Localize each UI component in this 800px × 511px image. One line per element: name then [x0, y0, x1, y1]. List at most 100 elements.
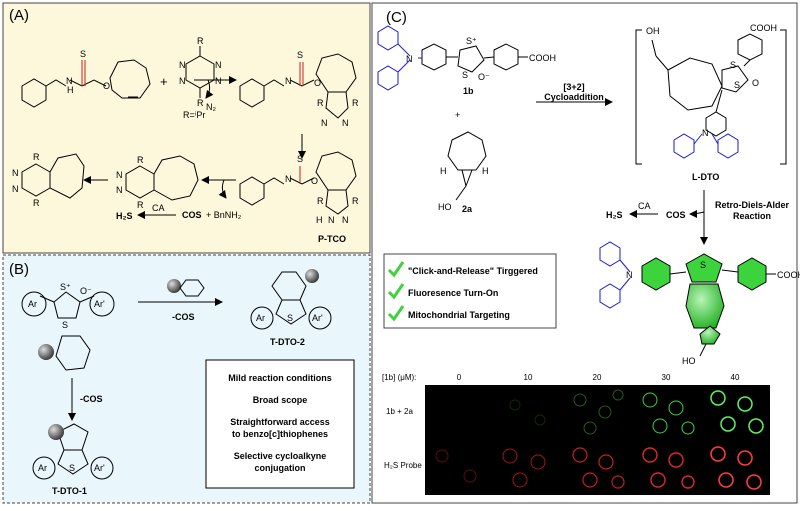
cos-release-arrow: [689, 209, 705, 218]
b-s: S: [62, 320, 68, 330]
ptco-o: O: [311, 176, 318, 186]
features-box: [205, 359, 355, 489]
alkyne-ball: [38, 344, 54, 360]
cycloalkyne-ring: [55, 335, 91, 371]
row-label-2: H₂S Probe: [384, 461, 422, 470]
panel-b-label: (B): [9, 261, 29, 278]
product-s: S: [700, 260, 706, 270]
ldto-s1: S: [730, 60, 736, 70]
2a-h2: H: [482, 166, 489, 176]
b-arp: Ar': [94, 299, 105, 309]
micro-header: [1b] (μM):: [382, 373, 416, 382]
panel-b: (B) S⁺ O⁻ S Ar Ar' -COS S Ar Ar' T-DTO-2: [2, 254, 371, 504]
tetrazine-r-bottom: R: [197, 98, 204, 108]
checkmark-icon: [387, 305, 405, 322]
ldto-structure: [651, 33, 763, 159]
panel-a-background: [2, 2, 371, 254]
conc-10: 10: [524, 373, 533, 382]
micro-cell-red-10: [494, 440, 562, 495]
feature-4b: conjugation: [255, 463, 306, 473]
1b-s: S: [462, 70, 468, 80]
micro-cell-red-0: [425, 440, 493, 495]
1b-cooh: COOH: [529, 53, 556, 63]
product-a-r1: R: [317, 98, 324, 108]
micro-cell-red-40: [701, 440, 770, 495]
tetrazine-n3: N: [215, 60, 222, 70]
ca-a: CA: [152, 203, 165, 213]
ptco-n: N: [285, 174, 292, 184]
minus-cos-b2: -COS: [80, 394, 103, 404]
ptco-n2: N: [342, 215, 349, 225]
cos-a: COS: [182, 210, 202, 220]
row-label-1: 1b + 2a: [386, 407, 413, 416]
2a-label: 2a: [462, 204, 473, 214]
b-s-plus: S⁺: [60, 282, 71, 292]
mid-r1: R: [137, 155, 144, 165]
product-a-o: O: [314, 78, 321, 88]
final-n2: N: [12, 184, 19, 194]
micro-cell-green-0: [425, 385, 493, 439]
tdto1-arp-ring: [90, 456, 114, 480]
release-arrow: [218, 179, 227, 199]
panel-c: (C) N S⁺ S O⁻ COOH 1b + H H: [371, 2, 800, 504]
ldto-label: L-DTO: [692, 172, 719, 182]
ptco-h: H: [316, 215, 323, 225]
pyridazine-mid: [125, 155, 199, 201]
tdto2-ball: [305, 269, 319, 283]
check-item-3: Mitochondrial Targeting: [387, 305, 510, 322]
tdto1-ar: Ar: [38, 463, 47, 473]
product-a-n: N: [285, 76, 292, 86]
feature-3b: to benzo[c]thiophenes: [232, 429, 328, 439]
h2s-a: H₂S: [116, 211, 133, 221]
h2s-c: H₂S: [606, 210, 623, 220]
tdto2-s: S: [287, 313, 293, 323]
1b-n: N: [406, 54, 413, 64]
mid-r2: R: [137, 200, 144, 210]
feature-4a: Selective cycloalkyne: [234, 451, 327, 461]
feature-1: Mild reaction conditions: [228, 373, 332, 383]
panel-a-label: (A): [9, 7, 29, 24]
conc-20: 20: [593, 373, 602, 382]
carbamate-n: N: [66, 76, 73, 86]
tdto2-ar: Ar: [256, 313, 265, 323]
ptco-s: S: [297, 154, 303, 164]
ptco-r2: R: [352, 196, 359, 206]
bracket-left: [635, 29, 642, 165]
product-a-s: S: [297, 50, 303, 60]
product-cooh: COOH: [777, 270, 800, 280]
tdto1-ball: [48, 424, 64, 440]
cos-c: COS: [666, 210, 686, 220]
check-item-2: Fluoresence Turn-On: [387, 283, 498, 300]
dihydropyridazine-product: [239, 53, 357, 119]
ldto-n: N: [702, 128, 709, 138]
product-a-n1: N: [321, 118, 328, 128]
micro-cell-green-10: [494, 385, 562, 439]
tdto2-label: T-DTO-2: [270, 337, 305, 347]
check-text-1: "Click-and-Release" Tirggered: [408, 266, 538, 276]
micro-cell-green-40: [701, 385, 770, 439]
b-arp-ring: [89, 291, 115, 317]
micro-cell-red-30: [632, 440, 700, 495]
pyridazine-final: [21, 153, 85, 199]
check-text-2: Fluoresence Turn-On: [408, 288, 498, 298]
plus-c: +: [455, 110, 460, 120]
tetrazine-r-top: R: [197, 36, 204, 46]
mid-n1: N: [116, 170, 123, 180]
final-r1: R: [33, 152, 40, 162]
mid-n2: N: [116, 185, 123, 195]
checkmark-icon: [387, 283, 405, 300]
conc-0: 0: [457, 373, 462, 382]
rxn1-line1: [3+2]: [563, 82, 584, 92]
feature-3a: Straightforward access: [230, 417, 330, 427]
ldto-s2: S: [734, 80, 740, 90]
ldto-oh: OH: [646, 26, 660, 36]
tdto1-s: S: [69, 463, 75, 473]
carbamate-o: O: [103, 81, 110, 91]
b-ar-ring: [21, 291, 47, 317]
compound-2a: [447, 131, 487, 201]
rxn2-line1: Retro-Diels-Alder: [715, 200, 790, 210]
tdto2-structure: [271, 271, 307, 325]
panel-a: (A) N H S O + R R R=ⁱPr N N N N: [2, 2, 371, 254]
n2-label: N₂: [206, 102, 216, 112]
